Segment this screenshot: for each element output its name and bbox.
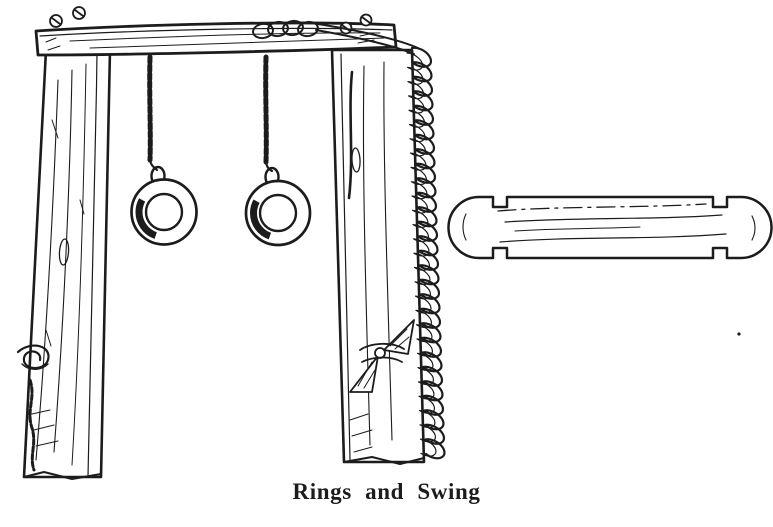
ink-speck bbox=[737, 332, 741, 336]
cleat-knob bbox=[374, 347, 386, 359]
rope-end-knot bbox=[16, 344, 50, 472]
right-ring-rope bbox=[263, 54, 280, 188]
rope-run bbox=[315, 29, 415, 55]
seat-end-grain bbox=[462, 213, 467, 241]
screw-icon bbox=[49, 14, 63, 28]
ring-shading bbox=[250, 185, 306, 241]
rope-run bbox=[317, 23, 419, 49]
rope-hook bbox=[148, 158, 159, 172]
rope-wrap bbox=[359, 342, 405, 351]
rope-tail bbox=[28, 378, 36, 472]
wood-grain-dark bbox=[347, 70, 354, 200]
seat-end-grain bbox=[751, 215, 756, 241]
post-bottom-edge bbox=[343, 456, 425, 465]
wood-grain bbox=[383, 61, 393, 441]
ring-shading bbox=[135, 183, 193, 241]
rope-wrap bbox=[361, 356, 403, 363]
wood-fleck bbox=[45, 119, 85, 347]
wood-grain bbox=[71, 63, 87, 466]
wood-grain bbox=[504, 214, 723, 223]
wood-grain bbox=[499, 233, 727, 243]
left-gym-ring bbox=[130, 178, 198, 246]
wood-grain bbox=[514, 226, 641, 232]
rope-cleat bbox=[349, 319, 415, 393]
left-post bbox=[22, 48, 112, 480]
wood-hatch bbox=[349, 413, 373, 453]
swing-seat bbox=[447, 195, 773, 260]
wood-hatch bbox=[31, 409, 59, 447]
screw-icon bbox=[72, 6, 86, 20]
coiled-rope-right-post bbox=[406, 46, 446, 460]
right-post-corner-edge bbox=[340, 53, 351, 461]
crossbar-screws bbox=[49, 6, 373, 35]
left-ring-rope bbox=[147, 54, 166, 187]
wood-knot bbox=[58, 238, 70, 266]
post-bottom-edge bbox=[23, 471, 102, 480]
top-rope-coil bbox=[252, 19, 419, 55]
wood-grain bbox=[35, 79, 59, 461]
seat-grain-dashdot bbox=[497, 203, 707, 212]
figure-caption: Rings and Swing bbox=[292, 479, 481, 504]
wood-hatch bbox=[45, 32, 375, 51]
wood-knot bbox=[351, 147, 361, 173]
right-gym-ring bbox=[244, 179, 312, 247]
wood-grain bbox=[53, 69, 73, 453]
wood-grain bbox=[89, 37, 385, 49]
right-post bbox=[330, 48, 426, 465]
screw-icon bbox=[359, 13, 373, 27]
rope-hook bbox=[264, 160, 274, 173]
